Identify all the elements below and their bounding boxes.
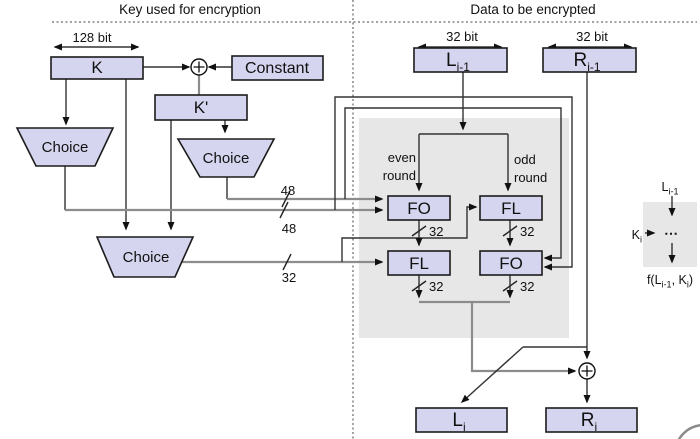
l-output-box-rect [415,407,508,433]
left-data-width-label: 32 bit [446,29,478,44]
choice3-trapezoid: Choice [95,236,195,278]
w32-fl-top-label: 32 [520,224,534,239]
legend-output-label: f(Li-1, Ki) [647,273,693,290]
bus48-upper-label: 48 [281,183,295,198]
bus32-key-label: 32 [282,270,296,285]
l-input-label: Li-1 [446,50,470,74]
fl-top-box-rect [479,195,543,221]
choice2-label: Choice [203,150,250,167]
choice3-shape [95,236,195,278]
choice1-trapezoid: Choice [15,127,115,167]
fl-bottom-box: FL [387,250,451,276]
constant-box: Constant [231,55,324,81]
bus-slash-48-upper [281,190,291,208]
l-output-label: Li [452,410,465,434]
bus-slash-fl-bot-out [411,280,427,292]
fl-top-label: FL [501,199,521,218]
fo-bottom-label: FO [499,254,523,273]
even-round-label-1: even [388,150,416,165]
kprime-box-rect [154,94,248,121]
key-to-fl-top-branch [341,203,478,262]
xor-plus-icon [581,365,593,377]
legend-key-label: Ki [632,228,642,245]
right-data-width-label: 32 bit [576,29,608,44]
xor-plus-icon [193,61,205,73]
fo-bottom-box: FO [479,250,543,276]
bus-slash-fo-bot-out [502,280,518,292]
round-function-legend: Li-1 Ki ⋯ f(Li-1, Ki) [632,180,693,290]
l-input-box: Li-1 [413,47,508,74]
r-input-box: Ri-1 [542,47,637,74]
l-input-box-rect [413,47,508,73]
bus48-lower-label: 48 [282,221,296,236]
bus-slash-32-key [282,253,292,271]
key-xor-node [190,58,208,76]
r-input-box-rect [542,47,637,73]
even-round-label-2: round [383,168,416,183]
choice1-shape [15,127,115,167]
legend-input-label: Li-1 [662,180,679,197]
r-output-box: Ri [545,407,638,434]
fo-top-box: FO [387,195,451,221]
w32-fl-bot-label: 32 [429,279,443,294]
fl-top-box: FL [479,195,543,221]
r-to-l-output-diagonal [460,346,524,404]
key-width-label: 128 bit [72,30,111,45]
fo-top-box-rect [387,195,451,221]
choice1-label: Choice [42,139,89,156]
constant-box-label: Constant [245,60,310,77]
odd-round-label-2: round [514,170,547,185]
choice2-trapezoid: Choice [176,138,276,178]
k-box-label: K [91,58,103,77]
kprime-box-label: K' [194,98,209,117]
left-panel-title: Key used for encryption [119,2,261,17]
fl-bottom-label: FL [409,254,429,273]
legend-function-dots: ⋯ [664,225,678,241]
l-output-box: Li [415,407,508,434]
w32-fo-top-label: 32 [429,224,443,239]
merge-to-xor-bus [470,302,577,375]
fl-bottom-box-rect [387,250,451,276]
choice2-shape [176,138,276,178]
bus-slash-fl-top-out [502,225,518,237]
r-output-label: Ri [581,410,597,434]
corner-logo-arc [677,424,700,439]
bus-slash-fo-top-out [411,225,427,237]
r-output-box-rect [545,407,638,433]
fo-bottom-box-rect [479,250,543,276]
odd-round-label-1: odd [514,152,536,167]
bus-slash-48-lower [279,201,289,219]
kprime-box: K' [154,94,248,121]
output-xor-node [578,362,596,380]
k-box: K [50,56,144,80]
constant-box-rect [231,55,324,81]
right-panel-title: Data to be encrypted [470,2,595,17]
inner-wrap-key-bus [344,107,562,262]
k-box-rect [50,56,144,80]
fo-top-label: FO [407,199,431,218]
w32-fo-bot-label: 32 [520,279,534,294]
choice3-label: Choice [123,249,170,266]
r-input-label: Ri-1 [573,50,600,74]
outer-wrap-key-bus [334,96,573,271]
